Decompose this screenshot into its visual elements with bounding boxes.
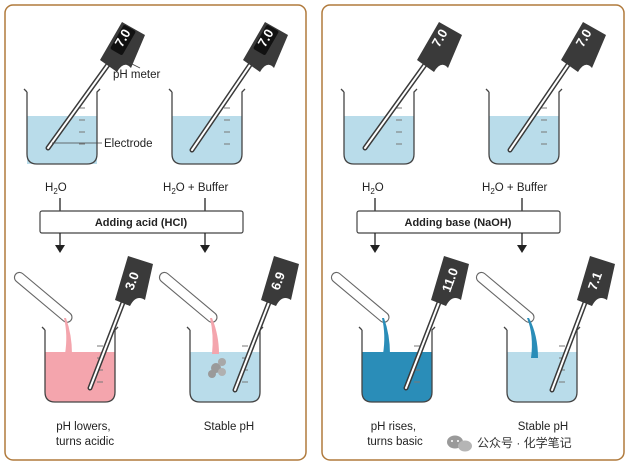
caption-stable-base: Stable pH (518, 421, 569, 433)
meter-reading: 7.1 (585, 270, 605, 292)
beaker-water-right (340, 88, 418, 165)
meter-reading: 6.9 (268, 270, 288, 292)
ph-meter-3 (87, 256, 153, 391)
ph-meter-6 (507, 22, 606, 153)
electrode-label: Electrode (104, 138, 153, 150)
arrow-down-icon (370, 245, 380, 253)
caption-water: H2O (362, 182, 384, 196)
action-box-acid (39, 210, 244, 234)
acid-stream (64, 318, 72, 354)
acid-stream (210, 318, 219, 354)
action-label-acid: Adding acid (HCl) (95, 217, 188, 229)
ph-meter-2 (189, 22, 288, 153)
base-stream (382, 318, 390, 354)
caption-water: H2O (45, 182, 67, 196)
meter-reading: 3.0 (122, 270, 142, 292)
caption-acidic: pH lowers, turns acidic (56, 421, 114, 448)
watermark: 公众号 · 化学笔记 (447, 435, 572, 452)
caption-water-buffer: H2O + Buffer (163, 182, 228, 196)
caption-water-buffer: H2O + Buffer (482, 182, 547, 196)
beaker-water-left (23, 88, 101, 165)
ph-meter-label: pH meter (113, 69, 160, 81)
arrow-down-icon (200, 245, 210, 253)
base-stream (527, 318, 538, 358)
wechat-icon (447, 435, 472, 452)
ph-meter-1 (45, 22, 145, 151)
ph-meter-7 (403, 256, 469, 391)
beaker-buffer-left (168, 88, 246, 165)
ph-meter-8 (549, 256, 615, 393)
arrow-down-icon (517, 245, 527, 253)
caption-basic: pH rises, turns basic (367, 421, 423, 448)
action-box-base (356, 210, 561, 234)
buffer-precipitate (208, 358, 226, 378)
action-label-base: Adding base (NaOH) (405, 217, 512, 229)
arrow-down-icon (55, 245, 65, 253)
beaker-buffer-right (485, 88, 563, 165)
ph-meter-4 (232, 256, 299, 393)
caption-stable-acid: Stable pH (204, 421, 255, 433)
ph-meter-5 (362, 22, 462, 151)
watermark-text: 公众号 · 化学笔记 (477, 435, 572, 450)
